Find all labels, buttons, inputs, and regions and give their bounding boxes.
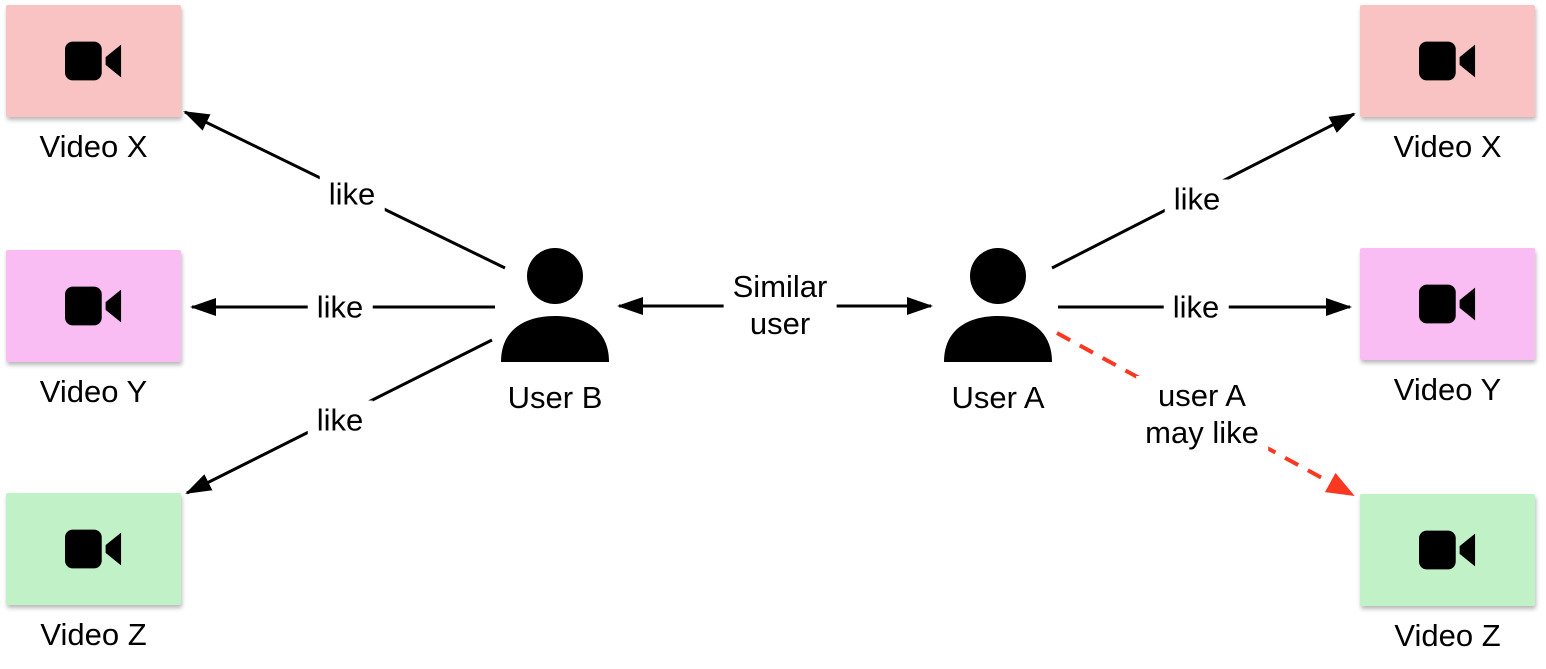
video-camera-icon	[64, 286, 121, 326]
video-thumbnail	[1360, 494, 1535, 606]
video-label: Video Y	[1393, 372, 1502, 407]
like-label-b-x: like	[319, 174, 385, 214]
video-label: Video X	[1393, 129, 1502, 164]
video-thumbnail	[6, 493, 181, 605]
video-card-z-right: Video Z	[1360, 494, 1535, 653]
similar-user-line2: user	[749, 306, 811, 341]
like-label-a-x: like	[1164, 179, 1230, 219]
video-thumbnail	[6, 5, 181, 117]
user-a: User A	[940, 248, 1056, 415]
video-card-x-left: Video X	[6, 5, 181, 164]
video-camera-icon	[64, 41, 121, 81]
video-camera-icon	[64, 529, 121, 569]
like-label-b-y: like	[307, 287, 373, 327]
may-like-label: user A may like	[1136, 376, 1268, 452]
video-thumbnail	[1360, 248, 1535, 360]
like-label-a-y: like	[1163, 287, 1229, 327]
user-b-label: User B	[507, 380, 603, 415]
video-camera-icon	[1418, 284, 1475, 324]
video-label: Video Z	[1394, 618, 1501, 653]
may-like-line1: user A	[1158, 378, 1246, 413]
video-card-z-left: Video Z	[6, 493, 181, 652]
similar-user-label: Similar user	[723, 267, 837, 343]
user-b: User B	[497, 248, 613, 415]
person-icon	[501, 248, 609, 362]
video-card-x-right: Video X	[1360, 5, 1535, 164]
video-card-y-left: Video Y	[6, 250, 181, 409]
like-label-b-z: like	[307, 400, 373, 440]
video-camera-icon	[1418, 530, 1475, 570]
video-camera-icon	[1418, 41, 1475, 81]
may-like-line2: may like	[1145, 415, 1259, 450]
video-thumbnail	[6, 250, 181, 362]
user-a-label: User A	[951, 380, 1045, 415]
video-label: Video X	[39, 129, 148, 164]
video-label: Video Y	[39, 374, 148, 409]
video-card-y-right: Video Y	[1360, 248, 1535, 407]
video-label: Video Z	[40, 617, 147, 652]
person-icon	[944, 248, 1052, 362]
video-thumbnail	[1360, 5, 1535, 117]
similar-user-line1: Similar	[732, 269, 828, 304]
